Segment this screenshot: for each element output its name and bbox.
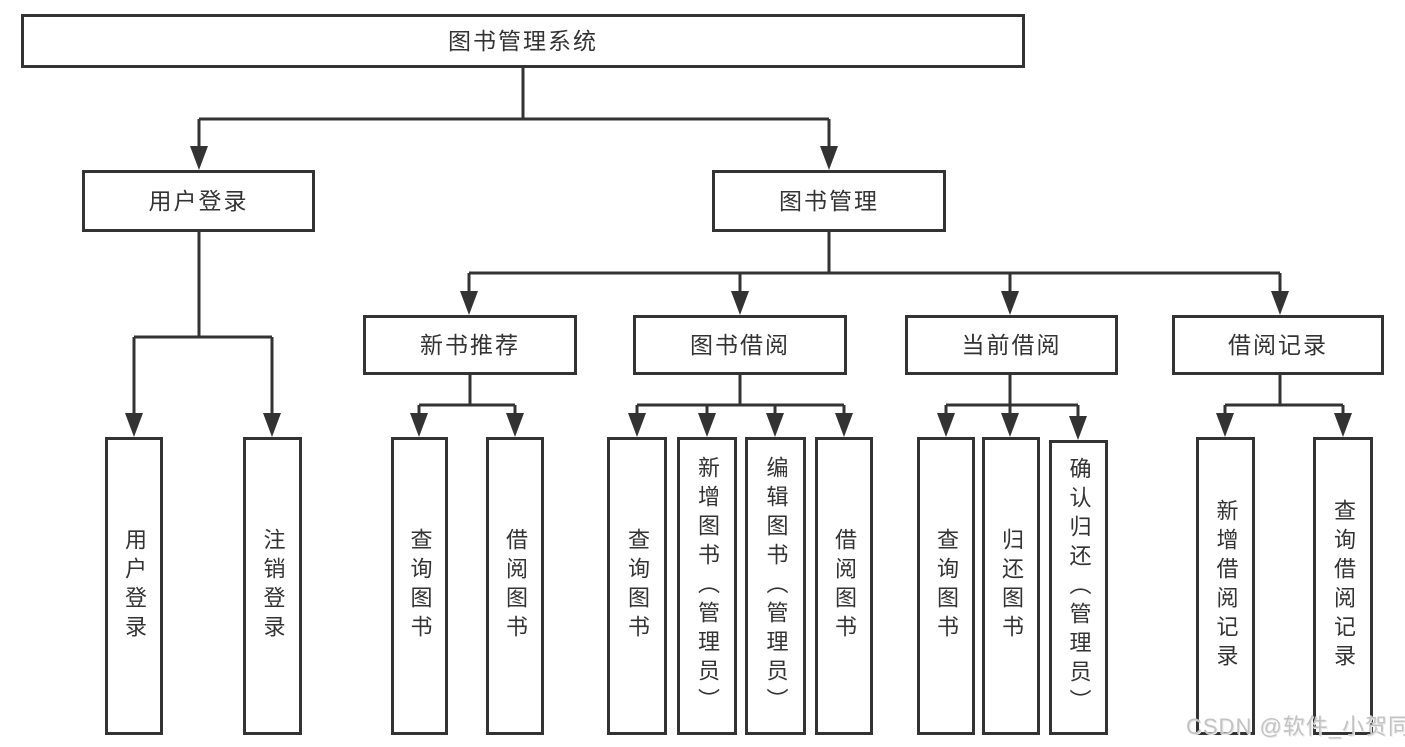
node-library-system: 图书管理系统 xyxy=(21,14,1025,68)
leaf-cb-confirm-return-admin: 确认归还（管理员） xyxy=(1049,440,1108,735)
leaf-bb-query-books: 查询图书 xyxy=(607,437,667,735)
leaf-logout: 注销登录 xyxy=(243,437,302,735)
leaf-br-add-borrow-record: 新增借阅记录 xyxy=(1196,437,1255,735)
leaf-br-query-borrow-record: 查询借阅记录 xyxy=(1313,437,1373,735)
csdn-watermark: CSDN @软件_小贺同学 xyxy=(1186,714,1405,739)
arrowheads xyxy=(125,146,1352,440)
leaf-nbr-query-books: 查询图书 xyxy=(391,437,448,735)
node-user-login: 用户登录 xyxy=(82,170,315,232)
leaf-nbr-borrow-books: 借阅图书 xyxy=(486,437,544,735)
leaf-user-login: 用户登录 xyxy=(105,437,163,735)
node-current-borrowing: 当前借阅 xyxy=(905,315,1118,375)
node-book-management: 图书管理 xyxy=(712,170,946,232)
leaf-bb-edit-books-admin: 编辑图书（管理员） xyxy=(745,437,806,735)
leaf-bb-add-books-admin: 新增图书（管理员） xyxy=(677,437,737,735)
leaf-cb-return-books: 归还图书 xyxy=(982,437,1040,735)
node-book-borrowing: 图书借阅 xyxy=(633,315,847,375)
leaf-cb-query-books: 查询图书 xyxy=(917,437,975,735)
node-borrowing-records: 借阅记录 xyxy=(1172,315,1384,375)
node-new-book-recommendation: 新书推荐 xyxy=(363,315,577,375)
leaf-bb-borrow-books: 借阅图书 xyxy=(815,437,873,735)
